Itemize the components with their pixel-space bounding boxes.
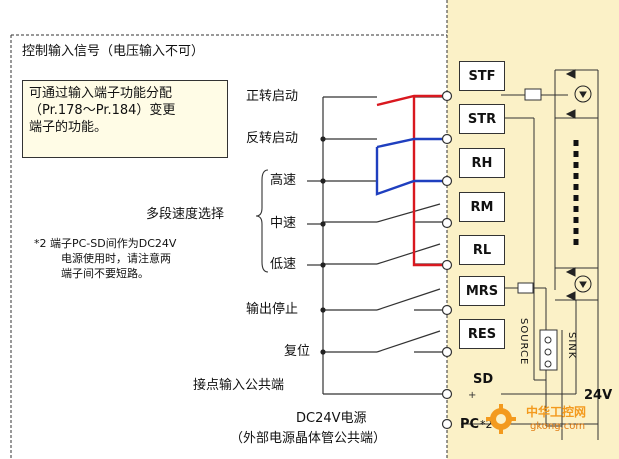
terminal-sd: SD — [473, 372, 494, 387]
terminal-pc: PC — [460, 417, 480, 432]
label-reverse-start: 反转启动 — [246, 131, 299, 146]
note-line-2: （Pr.178～Pr.184）变更 — [29, 103, 176, 118]
label-mid-speed: 中速 — [270, 216, 297, 231]
label-reset: 复位 — [284, 344, 311, 359]
label-multi-speed: 多段速度选择 — [146, 207, 225, 222]
terminal-str: STR — [459, 104, 505, 134]
note-line-3: 端子的功能。 — [29, 120, 108, 135]
terminal-stf: STF — [459, 61, 505, 91]
junction-dots — [320, 136, 326, 355]
terminal-circles — [441, 90, 453, 430]
short-circuit-note: *2 端子PC-SD间作为DC24V 电源使用时，请注意两 端子间不要短路。 — [34, 236, 176, 281]
note2-line-3: 端子间不要短路。 — [61, 267, 149, 280]
label-source: SOURCE — [518, 318, 529, 366]
section-title: 控制输入信号（电压输入不可） — [22, 44, 205, 59]
speed-bracket — [255, 169, 269, 273]
terminal-rm: RM — [459, 192, 505, 222]
gkong-watermark: 中华工控网 gkong.com — [486, 404, 614, 434]
label-forward-start: 正转启动 — [246, 89, 299, 104]
internal-circuit — [461, 69, 599, 440]
signal-wires — [307, 96, 446, 395]
label-output-stop: 输出停止 — [246, 302, 299, 317]
note2-line-2: 电源使用时，请注意两 — [61, 252, 171, 265]
note2-line-1: *2 端子PC-SD间作为DC24V — [34, 237, 177, 250]
plus-sign: + — [468, 390, 476, 401]
watermark-url: gkong.com — [530, 421, 586, 432]
terminal-res: RES — [459, 319, 505, 349]
label-dc24v: DC24V电源 — [296, 411, 367, 426]
label-24v: 24V — [584, 388, 613, 403]
label-sink: SINK — [566, 332, 577, 360]
pc-note-mark: *2 — [480, 418, 493, 431]
gear-logo-icon — [486, 404, 516, 434]
blue-wiring — [375, 137, 446, 196]
label-dc24v-sub: （外部电源晶体管公共端） — [230, 431, 387, 446]
label-contact-common: 接点输入公共端 — [193, 378, 285, 393]
label-low-speed: 低速 — [270, 257, 297, 272]
jumper-pins — [544, 336, 552, 368]
terminal-rh: RH — [459, 148, 505, 178]
optocoupler-symbols — [565, 69, 592, 301]
terminal-mrs: MRS — [459, 276, 505, 306]
red-wiring — [376, 94, 446, 267]
note-line-1: 可通过输入端子功能分配 — [29, 86, 173, 101]
terminal-rl: RL — [459, 235, 505, 265]
function-assign-note: 可通过输入端子功能分配 （Pr.178～Pr.184）变更 端子的功能。 — [22, 80, 228, 158]
watermark-brand: 中华工控网 — [526, 405, 587, 419]
label-high-speed: 高速 — [270, 173, 297, 188]
